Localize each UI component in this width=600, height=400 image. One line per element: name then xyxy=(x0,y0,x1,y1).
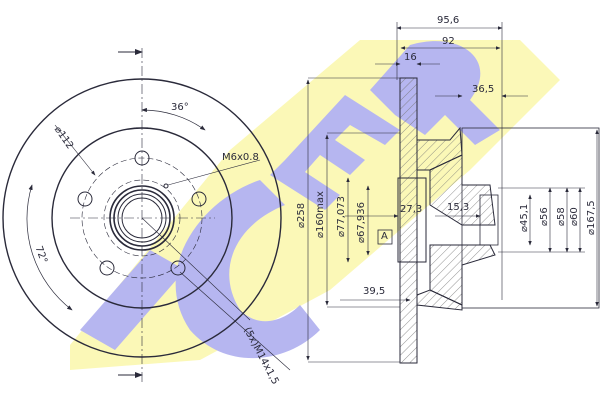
dim-92: 92 xyxy=(442,36,455,47)
angle-36-label: 36° xyxy=(171,102,189,113)
dim-58: ⌀58 xyxy=(556,207,567,226)
dim-45-1: ⌀45,1 xyxy=(519,203,530,232)
icer-watermark xyxy=(70,40,560,370)
dim-60: ⌀60 xyxy=(569,207,580,226)
section-view xyxy=(306,22,600,364)
dim-27-3: 27,3 xyxy=(400,204,423,215)
bolt-hole xyxy=(191,191,207,207)
dim-16: 16 xyxy=(404,52,417,63)
dim-77-073: ⌀77,073 xyxy=(336,195,347,237)
dim-167-5: ⌀167,5 xyxy=(586,200,597,235)
bolt-hole xyxy=(99,260,115,276)
dim-39-5: 39,5 xyxy=(363,286,386,297)
datum-box xyxy=(377,229,393,245)
dim-95-6: 95,6 xyxy=(437,15,460,26)
bolt-hole xyxy=(170,260,186,276)
dim-160max: ⌀160max xyxy=(315,191,326,238)
front-view xyxy=(2,48,291,385)
m6-thread-label: M6x0.8 xyxy=(222,152,259,163)
dim-15-3: 15,3 xyxy=(447,202,470,213)
datum-a-label: A xyxy=(381,231,388,242)
dim-56: ⌀56 xyxy=(539,207,550,226)
dim-36-5: 36,5 xyxy=(472,84,495,95)
bolt-hole xyxy=(77,191,93,207)
dim-258: ⌀258 xyxy=(296,202,307,228)
dim-67-936: ⌀67,936 xyxy=(356,201,367,243)
